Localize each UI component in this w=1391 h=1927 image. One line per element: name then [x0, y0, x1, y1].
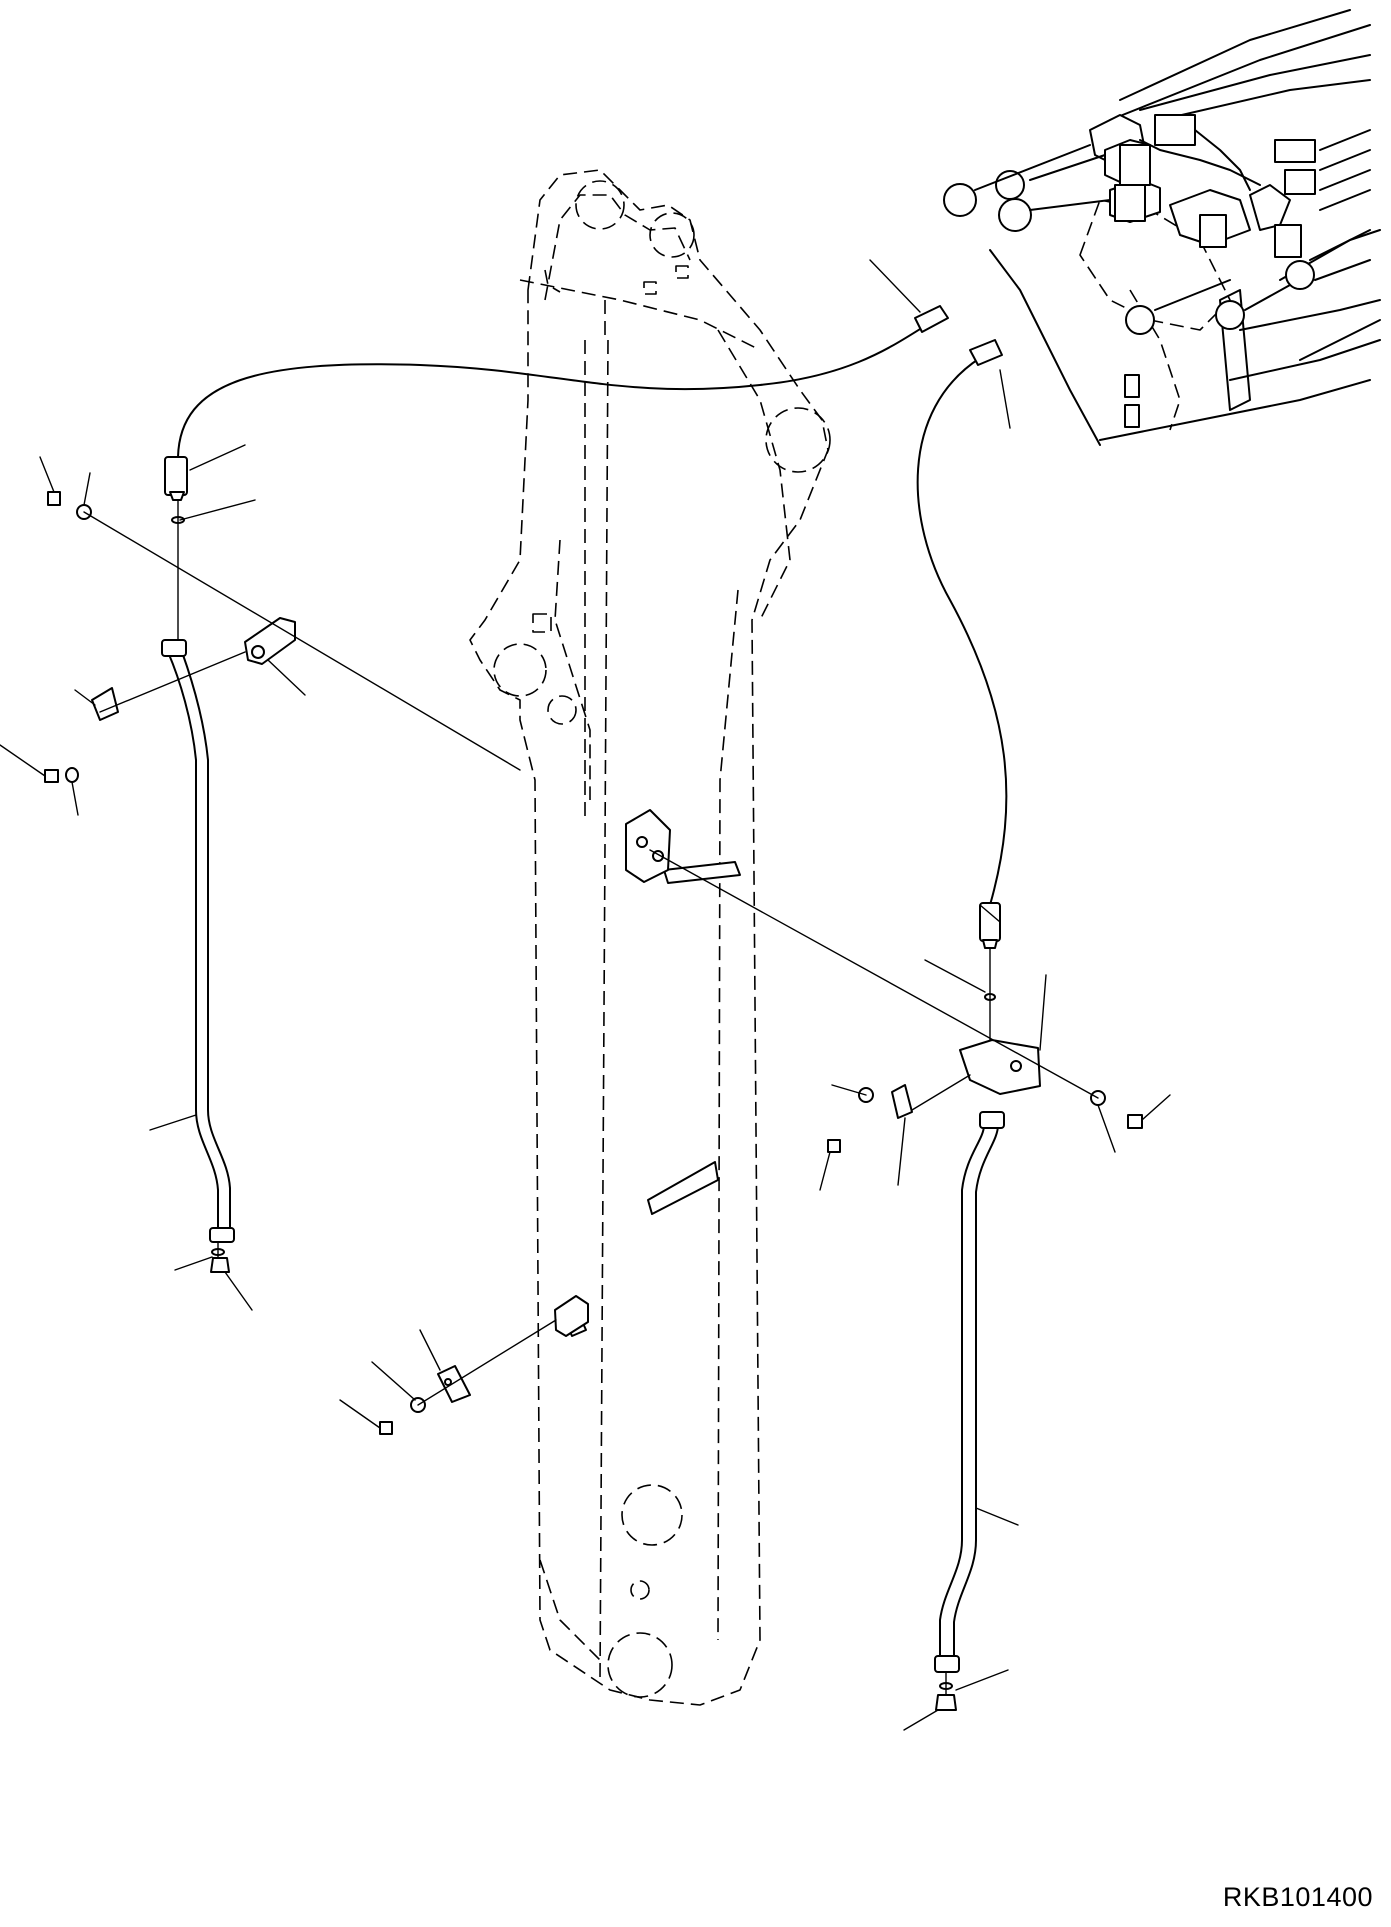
drawing-reference-code: RKB101400	[1222, 1882, 1373, 1912]
leader-lines	[0, 259, 1171, 1731]
clamp-bracket-left	[44, 491, 296, 783]
tube-right	[934, 1111, 1005, 1711]
arm-outline	[469, 169, 831, 1706]
arm-clamp-bracket	[625, 809, 671, 883]
hose-left	[164, 305, 949, 501]
tube-left	[161, 639, 235, 1273]
assembly-centerlines	[83, 499, 1099, 1696]
boom-head-assembly	[943, 9, 1381, 446]
arm-mounting-blocks	[559, 819, 741, 1337]
hose-right	[916, 339, 1008, 949]
clamp-bracket-right	[827, 993, 1143, 1153]
clamp-bracket-mid	[379, 1295, 589, 1435]
